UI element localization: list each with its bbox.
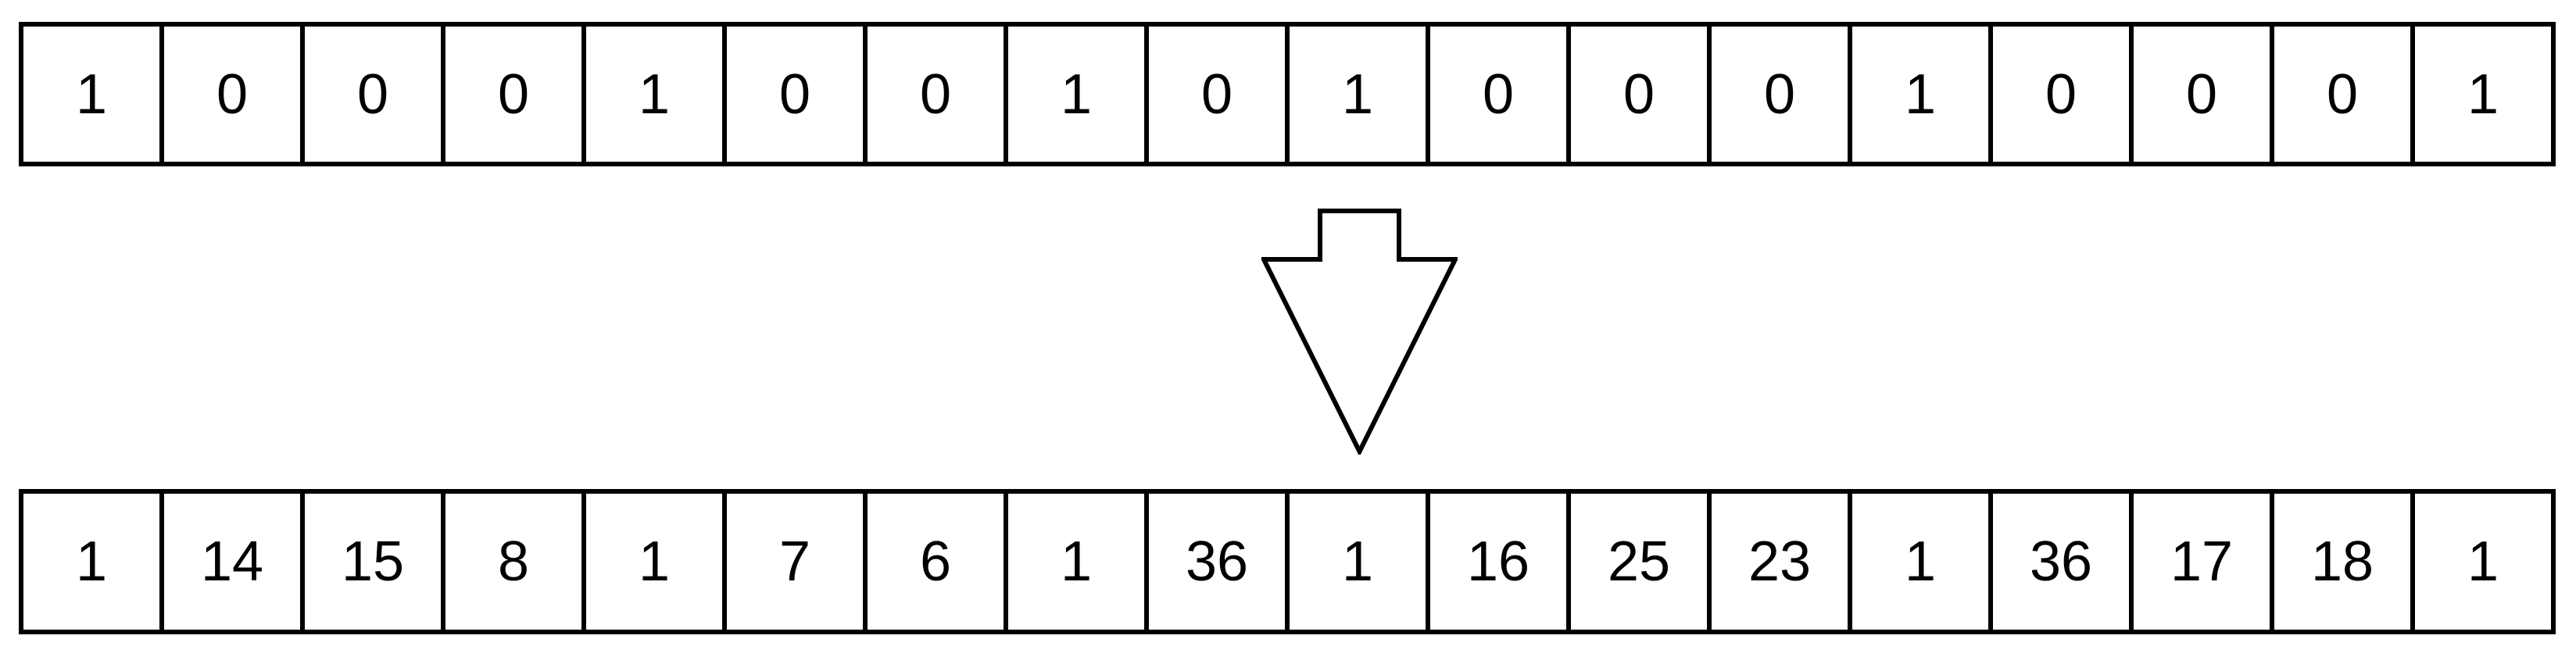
array-cell: 1 bbox=[1285, 27, 1426, 162]
array-cell: 1 bbox=[2410, 494, 2551, 630]
array-cell: 7 bbox=[722, 494, 863, 630]
array-cell: 1 bbox=[1004, 494, 1144, 630]
array-cell: 0 bbox=[1707, 27, 1848, 162]
array-cell: 0 bbox=[441, 27, 581, 162]
array-cell: 0 bbox=[159, 27, 300, 162]
array-cell: 8 bbox=[441, 494, 581, 630]
output-number-array: 1 14 15 8 1 7 6 1 36 1 16 25 23 1 36 17 … bbox=[19, 489, 2556, 634]
array-cell: 15 bbox=[300, 494, 441, 630]
array-cell: 1 bbox=[2410, 27, 2551, 162]
array-cell: 36 bbox=[1144, 494, 1285, 630]
array-cell: 0 bbox=[1988, 27, 2129, 162]
array-cell: 1 bbox=[75, 530, 108, 593]
array-cell: 1 bbox=[75, 62, 108, 126]
array-cell: 25 bbox=[1566, 494, 1707, 630]
array-cell: 1 bbox=[1848, 27, 1988, 162]
array-cell: 1 bbox=[1004, 27, 1144, 162]
array-cell: 18 bbox=[2270, 494, 2410, 630]
array-cell: 0 bbox=[300, 27, 441, 162]
array-cell: 0 bbox=[1144, 27, 1285, 162]
array-cell: 0 bbox=[2129, 27, 2270, 162]
input-binary-array: 1 0 0 0 1 0 0 1 0 1 0 0 0 1 0 0 0 1 bbox=[19, 22, 2556, 166]
array-cell: 1 bbox=[581, 494, 722, 630]
array-cell: 1 bbox=[1848, 494, 1988, 630]
array-cell: 36 bbox=[1988, 494, 2129, 630]
array-cell: 16 bbox=[1426, 494, 1566, 630]
array-cell: 17 bbox=[2129, 494, 2270, 630]
array-cell: 0 bbox=[1426, 27, 1566, 162]
array-cell: 0 bbox=[863, 27, 1004, 162]
array-cell: 0 bbox=[722, 27, 863, 162]
array-cell: 0 bbox=[2270, 27, 2410, 162]
array-cell: 14 bbox=[159, 494, 300, 630]
array-cell: 0 bbox=[1566, 27, 1707, 162]
array-cell: 23 bbox=[1707, 494, 1848, 630]
array-cell: 1 bbox=[1285, 494, 1426, 630]
array-cell: 1 bbox=[581, 27, 722, 162]
array-cell: 6 bbox=[863, 494, 1004, 630]
down-arrow-icon bbox=[1261, 208, 1458, 455]
